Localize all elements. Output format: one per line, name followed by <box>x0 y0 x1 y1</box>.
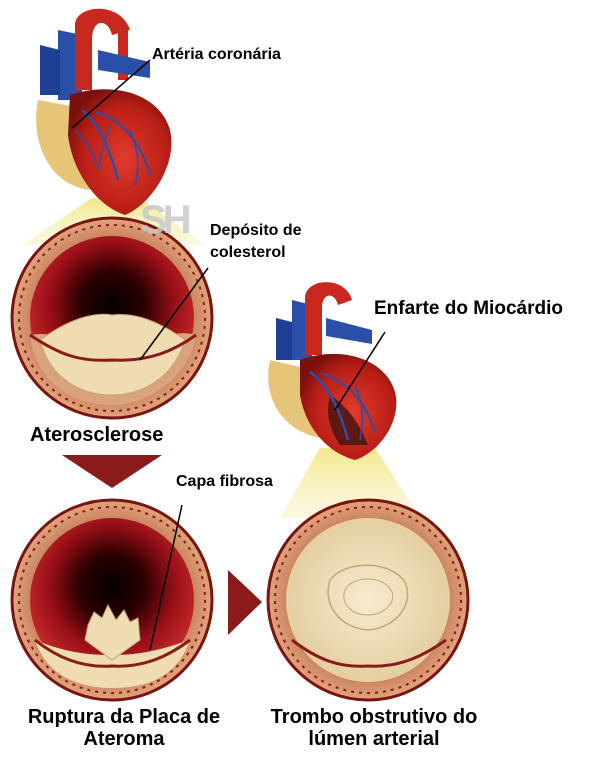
label-plaque-rupture-line2: Ateroma <box>4 728 244 751</box>
progression-arrow-down <box>62 455 162 488</box>
label-plaque-rupture-line1: Ruptura da Placa de <box>4 706 244 729</box>
label-obstructive-thrombus-line2: lúmen arterial <box>252 728 496 751</box>
progression-arrow-right <box>228 570 262 635</box>
sh-watermark-logo: SH <box>140 198 188 243</box>
label-atherosclerosis: Aterosclerose <box>30 424 163 447</box>
label-cholesterol-deposit-line2: colesterol <box>210 244 286 262</box>
label-obstructive-thrombus-line1: Trombo obstrutivo do <box>252 706 496 729</box>
artery-atherosclerosis <box>12 218 212 418</box>
label-fibrous-cap: Capa fibrosa <box>176 473 273 491</box>
label-myocardial-infarction: Enfarte do Miocárdio <box>374 298 563 320</box>
heart-top-illustration <box>36 9 171 215</box>
artery-obstructive-thrombus <box>268 500 468 700</box>
label-coronary-artery: Artéria coronária <box>152 46 281 64</box>
artery-plaque-rupture <box>12 500 212 700</box>
label-cholesterol-deposit-line1: Depósito de <box>210 222 302 240</box>
